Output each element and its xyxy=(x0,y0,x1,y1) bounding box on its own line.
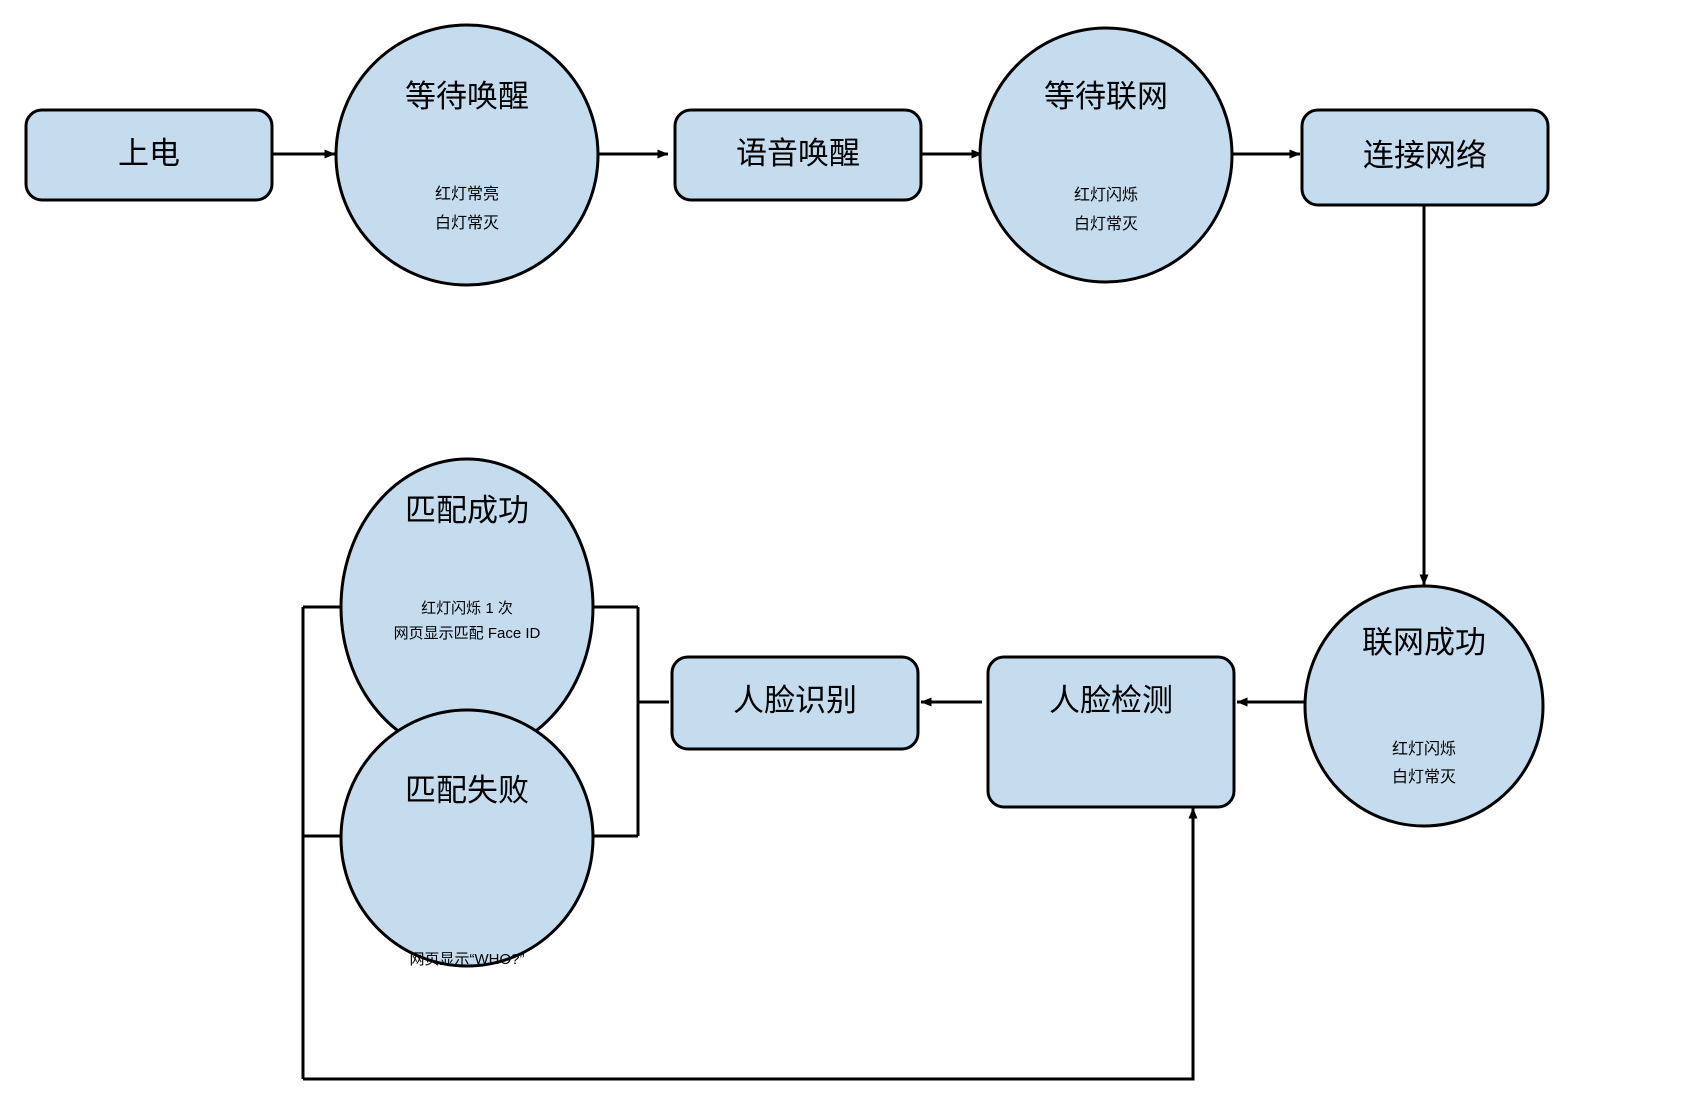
node-network-success-shape[interactable] xyxy=(1303,584,1545,828)
node-match-success-sub-1: 网页显示匹配 Face ID xyxy=(394,625,541,642)
node-wait-network-sub-1: 白灯常灭 xyxy=(1074,215,1138,233)
node-connect-network-label: 连接网络 xyxy=(1363,138,1487,173)
node-match-success-sub-0: 红灯闪烁 1 次 xyxy=(421,600,513,617)
node-face-recognize[interactable]: 人脸识别 xyxy=(670,655,920,751)
node-voice-wakeup-label: 语音唤醒 xyxy=(736,136,860,171)
node-match-fail-shape[interactable] xyxy=(339,708,595,968)
node-wait-network-sub-0: 红灯闪烁 xyxy=(1074,186,1138,204)
node-wait-wakeup-label: 等待唤醒 xyxy=(405,79,529,114)
node-wait-network-label: 等待联网 xyxy=(1044,79,1168,114)
node-face-recognize-label: 人脸识别 xyxy=(733,683,857,718)
node-match-success-label: 匹配成功 xyxy=(405,493,529,528)
node-face-recognize-shape[interactable] xyxy=(670,655,920,751)
node-network-success[interactable]: 联网成功 红灯闪烁 白灯常灭 xyxy=(1303,584,1545,828)
node-connect-network-shape[interactable] xyxy=(1300,108,1550,207)
node-wait-network[interactable]: 等待联网 红灯闪烁 白灯常灭 xyxy=(978,26,1234,284)
node-network-success-sub-1: 白灯常灭 xyxy=(1392,768,1456,786)
node-power-on-shape[interactable] xyxy=(24,108,274,202)
node-wait-wakeup[interactable]: 等待唤醒 红灯常亮 白灯常灭 xyxy=(334,23,600,287)
node-wait-wakeup-shape[interactable] xyxy=(334,23,600,287)
node-power-on-label: 上电 xyxy=(118,136,180,171)
node-wait-wakeup-sub-0: 红灯常亮 xyxy=(435,185,499,203)
node-wait-wakeup-sub-1: 白灯常灭 xyxy=(435,214,499,232)
node-connect-network[interactable]: 连接网络 xyxy=(1300,108,1550,207)
node-match-success[interactable]: 匹配成功 红灯闪烁 1 次 网页显示匹配 Face ID xyxy=(339,457,595,757)
node-face-detect[interactable]: 人脸检测 xyxy=(986,655,1236,809)
edge-match-fail-to-face-detect-loop xyxy=(303,807,1198,1081)
node-power-on[interactable]: 上电 xyxy=(24,108,274,202)
node-face-detect-shape[interactable] xyxy=(986,655,1236,809)
node-network-success-sub-0: 红灯闪烁 xyxy=(1392,740,1456,758)
node-wait-network-shape[interactable] xyxy=(978,26,1234,284)
node-voice-wakeup[interactable]: 语音唤醒 xyxy=(673,108,923,202)
node-face-detect-label: 人脸检测 xyxy=(1049,683,1173,718)
node-match-fail-label: 匹配失败 xyxy=(405,773,529,808)
node-match-fail[interactable]: 匹配失败 网页显示“WHO?” xyxy=(339,708,595,968)
node-network-success-label: 联网成功 xyxy=(1362,625,1486,660)
node-voice-wakeup-shape[interactable] xyxy=(673,108,923,202)
node-match-fail-sub-0: 网页显示“WHO?” xyxy=(410,951,525,968)
